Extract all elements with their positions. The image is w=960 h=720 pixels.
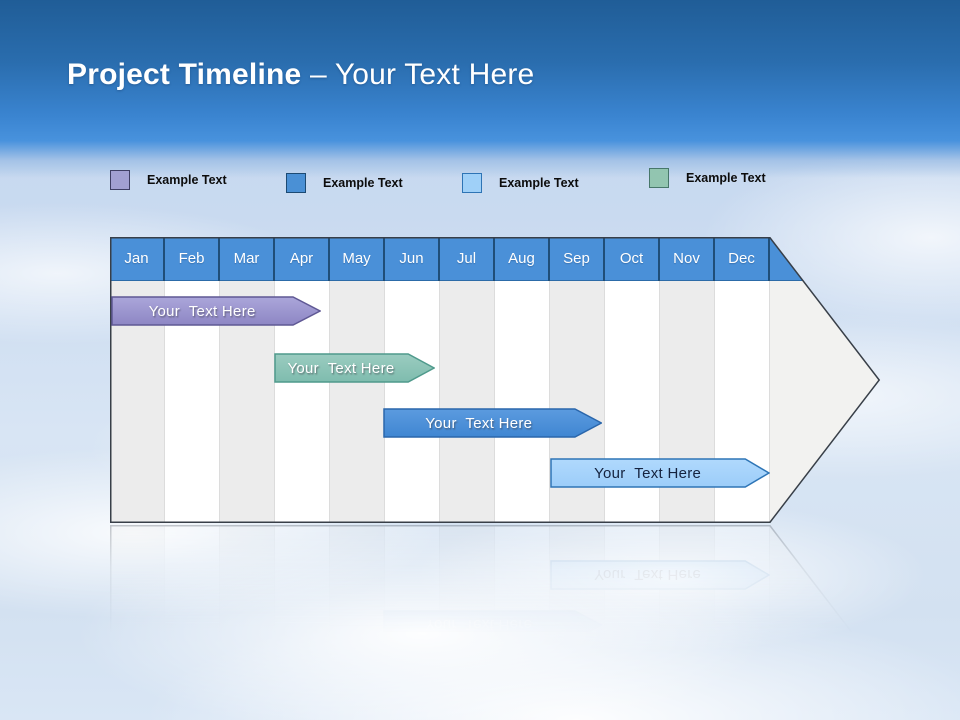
timeline-bar-shape — [550, 560, 770, 590]
timeline-bar-3[interactable]: Your Text Here — [383, 408, 603, 438]
grid-column-jun — [385, 281, 440, 523]
legend-item-1[interactable]: Example Text — [110, 168, 227, 192]
timeline-bar-1[interactable]: Your Text Here — [111, 296, 322, 326]
legend-swatch-blue — [286, 173, 306, 193]
grid-column-aug — [495, 525, 550, 720]
month-cell-mar: Mar — [220, 237, 275, 281]
month-cell-jun: Jun — [385, 237, 440, 281]
timeline-bar-label: Your Text Here — [287, 671, 395, 689]
timeline-bar-2: Your Text Here — [274, 665, 436, 695]
grid-column-may — [330, 525, 385, 720]
arrow-outline — [110, 525, 881, 720]
timeline-bar-shape — [274, 665, 436, 695]
month-cell-nov: Nov — [660, 237, 715, 281]
slide-title-bold: Project Timeline — [67, 58, 302, 91]
month-cell-jul: Jul — [440, 237, 495, 281]
legend-item-2[interactable]: Example Text — [286, 171, 403, 195]
legend-swatch-lightblue — [462, 173, 482, 193]
grid-column-mar — [220, 525, 275, 720]
timeline-bar-2[interactable]: Your Text Here — [274, 353, 436, 383]
timeline-bar-shape — [383, 610, 603, 640]
grid-column-feb — [165, 525, 220, 720]
legend-label: Example Text — [686, 171, 766, 185]
grid-body — [110, 525, 880, 720]
timeline-bar-4: Your Text Here — [550, 560, 770, 590]
legend-swatch-teal — [649, 168, 669, 188]
grid-column-jun — [385, 525, 440, 720]
grid-column-jul — [440, 281, 495, 523]
timeline-bar-3: Your Text Here — [383, 610, 603, 640]
month-cell-dec: Dec — [715, 237, 770, 281]
timeline-bar-shape — [111, 296, 322, 326]
legend-label: Example Text — [323, 176, 403, 190]
timeline-bar-shape — [274, 353, 436, 383]
month-cell-feb: Feb — [165, 237, 220, 281]
legend-item-3[interactable]: Example Text — [462, 171, 579, 195]
legend-label: Example Text — [147, 173, 227, 187]
timeline-bar-label: Your Text Here — [425, 414, 533, 432]
month-cell-sep: Sep — [550, 237, 605, 281]
timeline-bar-label: Your Text Here — [594, 566, 702, 584]
grid-column-aug — [495, 281, 550, 523]
slide-title-rest: – Your Text Here — [301, 58, 535, 91]
grid-column-dec — [715, 525, 770, 720]
month-cell-aug: Aug — [495, 237, 550, 281]
legend-label: Example Text — [499, 176, 579, 190]
grid-column-nov — [660, 525, 715, 720]
grid-column-sep — [550, 525, 605, 720]
grid-column-oct — [605, 525, 660, 720]
timeline-bar-label: Your Text Here — [425, 616, 533, 634]
legend-item-4[interactable]: Example Text — [649, 166, 766, 190]
month-cell-apr: Apr — [275, 237, 330, 281]
timeline-bar-shape — [383, 408, 603, 438]
month-cell-jan: Jan — [110, 237, 165, 281]
slide-title[interactable]: Project Timeline – Your Text Here — [67, 58, 534, 92]
grid-column-may — [330, 281, 385, 523]
month-cell-oct: Oct — [605, 237, 660, 281]
grid-column-apr — [275, 525, 330, 720]
timeline-bar-shape — [550, 458, 770, 488]
timeline-bar-4[interactable]: Your Text Here — [550, 458, 770, 488]
legend-swatch-purple — [110, 170, 130, 190]
grid-column-jan — [110, 525, 165, 720]
month-cell-may: May — [330, 237, 385, 281]
timeline-bar-label: Your Text Here — [594, 464, 702, 482]
timeline-bar-label: Your Text Here — [287, 359, 395, 377]
timeline-bar-label: Your Text Here — [148, 302, 256, 320]
grid-column-jul — [440, 525, 495, 720]
